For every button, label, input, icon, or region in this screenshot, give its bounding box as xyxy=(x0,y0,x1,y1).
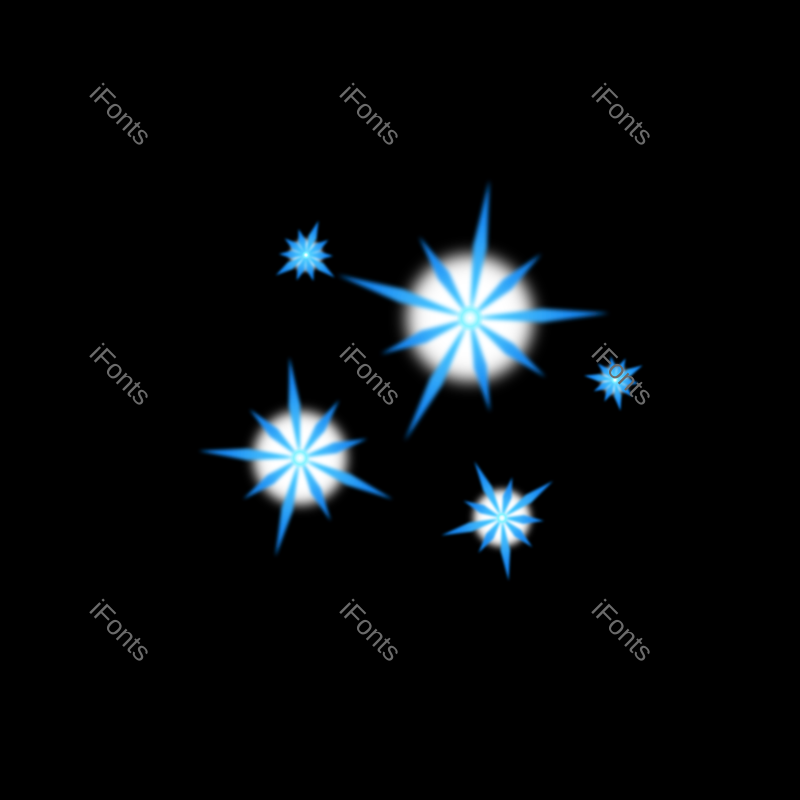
sparkle-ray xyxy=(306,255,314,281)
sparkle-ray xyxy=(243,458,300,500)
sparkle-core xyxy=(456,304,484,332)
sparkle-ray-group xyxy=(198,357,393,557)
sparkle-core xyxy=(495,511,509,525)
sparkle-ray xyxy=(463,500,502,518)
sparkle-ray xyxy=(306,220,319,255)
sparkle-ray xyxy=(609,356,617,380)
sparkle-ray xyxy=(441,518,502,536)
sparkle-ray xyxy=(597,363,615,380)
sparkle-ray xyxy=(300,458,393,500)
sparkle-ray xyxy=(306,239,329,255)
sparkle-ray xyxy=(337,274,470,318)
sparkle-ray xyxy=(275,458,300,557)
sparkle-medium xyxy=(180,338,420,578)
sparkle-ray xyxy=(249,409,300,458)
watermark-text: iFonts xyxy=(333,594,407,668)
sparkle-large xyxy=(312,160,628,476)
sparkle-small-lower-right xyxy=(421,437,583,599)
sparkle-ray xyxy=(500,518,511,581)
sparkle-ray xyxy=(284,238,306,256)
sparkle-ray xyxy=(470,318,490,412)
sparkle-ray xyxy=(502,518,533,548)
sparkle-ray xyxy=(300,399,340,458)
watermark-text: iFonts xyxy=(83,338,157,412)
sparkle-ray xyxy=(419,236,470,318)
sparkle-ray xyxy=(615,378,639,386)
sparkle-ray xyxy=(593,380,615,392)
sparkle-ray xyxy=(470,253,542,318)
sparkle-ray xyxy=(300,458,331,521)
sparkle-ray xyxy=(306,251,333,260)
sparkle-ray xyxy=(298,229,306,255)
sparkle-ray xyxy=(501,480,553,518)
sparkle-ray xyxy=(615,365,643,380)
watermark-text: iFonts xyxy=(585,78,659,152)
watermark-text: iFonts xyxy=(333,78,407,152)
sparkle-ray xyxy=(584,374,615,382)
sparkle-ray xyxy=(198,448,300,461)
sparkle-ray xyxy=(306,255,335,278)
sparkle-ray xyxy=(615,358,626,380)
sparkle-ray xyxy=(404,318,470,441)
sparkle-ray xyxy=(478,518,502,553)
sparkle-ray xyxy=(615,380,633,397)
sparkle-ray xyxy=(614,380,622,411)
sparkle-ray xyxy=(604,380,615,402)
sparkle-tiny-upper-left xyxy=(251,200,361,310)
sparkle-ray-group xyxy=(337,180,610,441)
watermark-text: iFonts xyxy=(83,78,157,152)
sparkle-ray-group xyxy=(584,356,643,411)
sparkle-ray-group xyxy=(441,461,553,581)
sparkle-ray xyxy=(474,461,502,518)
sparkle-ray xyxy=(380,317,470,354)
sparkle-ray xyxy=(300,438,368,458)
sparkle-ray xyxy=(470,308,610,323)
sparkle-core xyxy=(611,376,619,384)
sparkle-ray xyxy=(501,515,544,525)
sparkle-ray-group xyxy=(275,220,335,281)
sparkle-ray xyxy=(470,318,546,378)
sparkle-ray xyxy=(470,180,490,318)
sparkle-core xyxy=(289,447,311,469)
sparkle-ray xyxy=(288,357,301,458)
watermark-text: iFonts xyxy=(585,594,659,668)
sparkle-ray xyxy=(296,255,306,281)
sparkle-core xyxy=(302,251,310,259)
sparkle-tiny-right xyxy=(565,330,665,430)
sparkle-ray xyxy=(279,250,306,259)
sparkle-ray xyxy=(275,255,306,276)
watermark-text: iFonts xyxy=(83,594,157,668)
sparkle-ray xyxy=(502,477,513,518)
